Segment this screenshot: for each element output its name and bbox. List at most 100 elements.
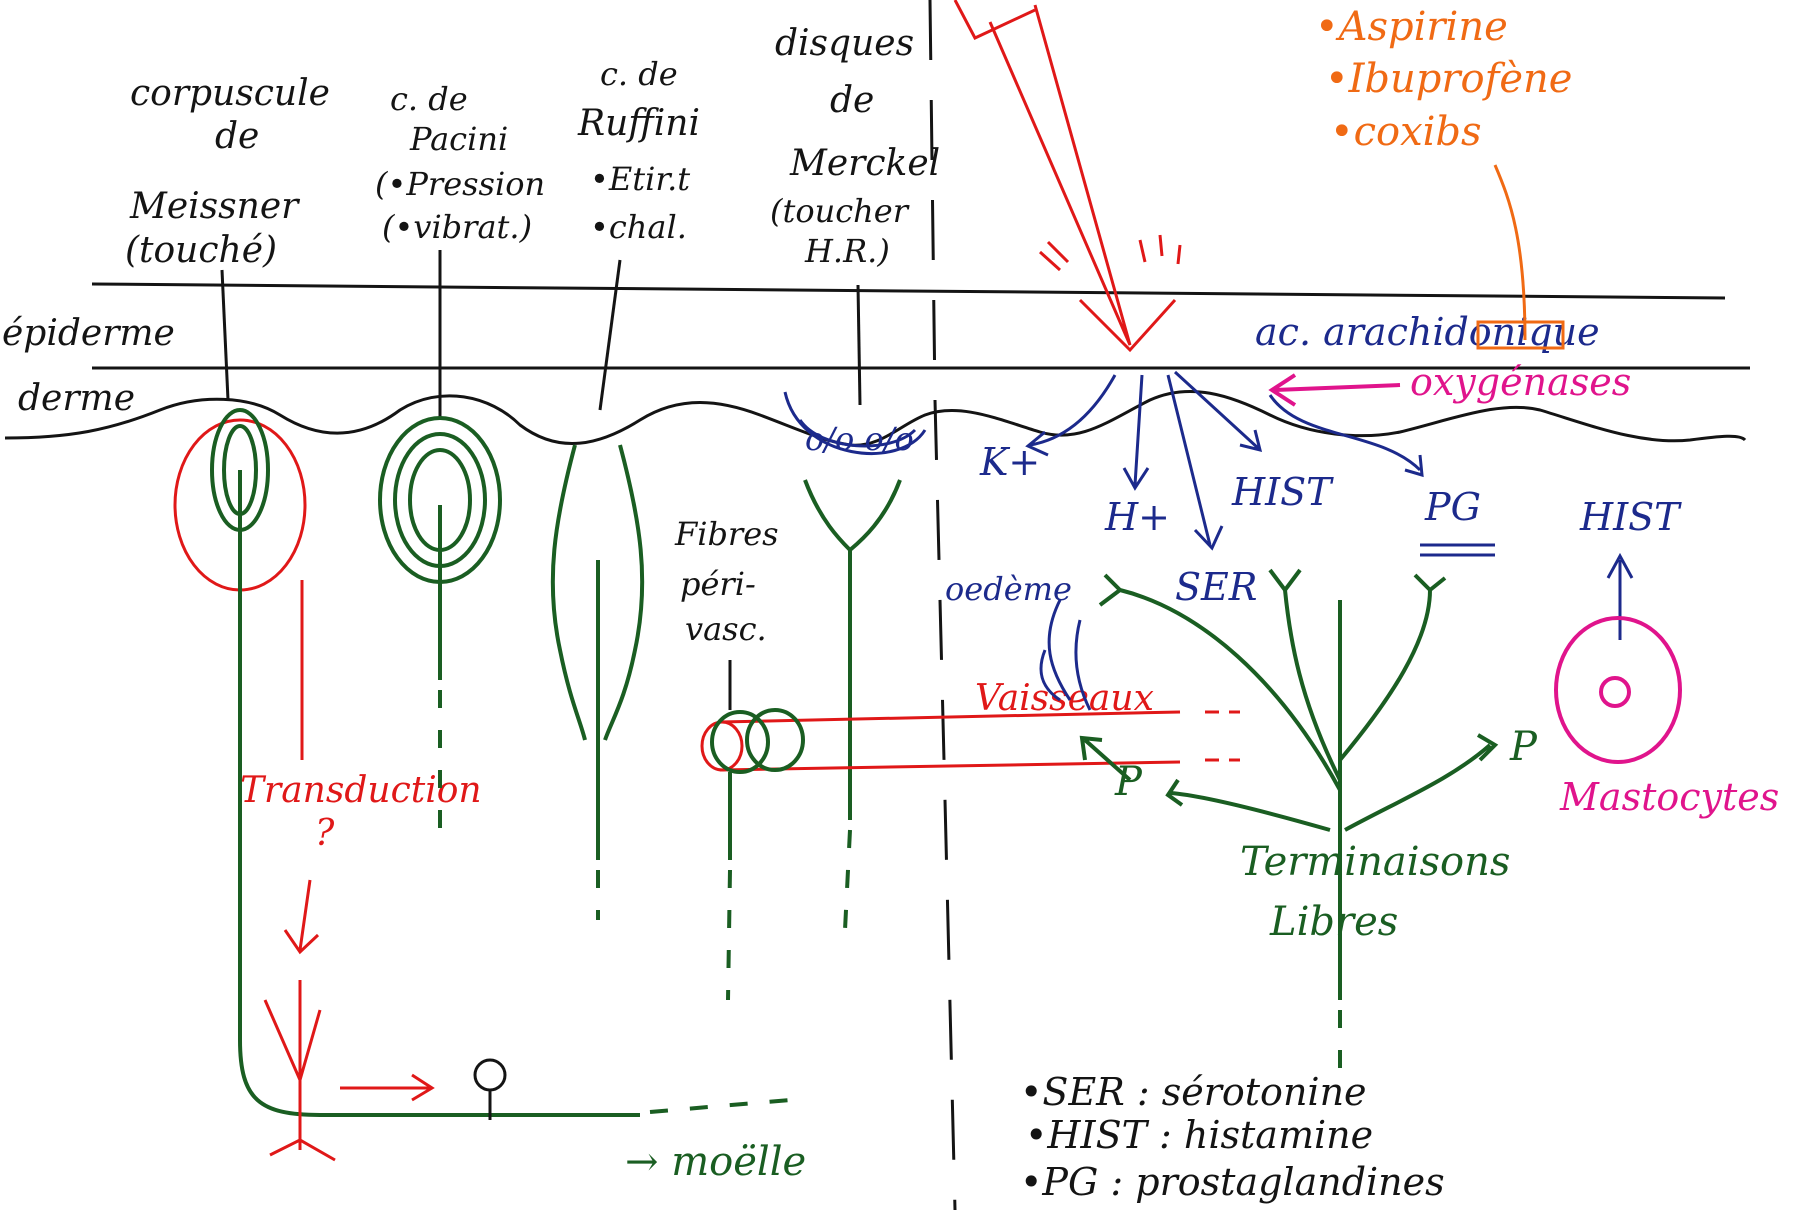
legend: •SER : sérotonine •HIST : histamine •PG … xyxy=(1020,1070,1445,1204)
perivascular-fiber-2 xyxy=(745,708,805,772)
meissner-label-4: (touché) xyxy=(125,230,277,271)
mastocyte-group: HIST Mastocytes xyxy=(1554,495,1779,819)
vessel-dashes xyxy=(1205,710,1240,762)
arachidonic-to-pg-arrow xyxy=(1268,394,1424,478)
epidermis-top-line xyxy=(91,282,1726,300)
merkel-label-2: de xyxy=(830,80,874,121)
chemistry-group: ac. arachidonique oxygénases K+ H+ SER H… xyxy=(945,310,1631,711)
mastocyte-hist-arrow xyxy=(1606,552,1634,640)
transduction-group: Transduction ? → moëlle xyxy=(240,580,806,1185)
p-right-label: P xyxy=(1509,724,1538,770)
merkel-label-4: (toucher xyxy=(770,192,910,230)
perivascular-nerve-dashed xyxy=(726,869,732,1001)
to-k-arrow xyxy=(1025,374,1117,457)
legend-hist: •HIST : histamine xyxy=(1025,1113,1373,1157)
vessel-bottom-wall xyxy=(719,760,1181,772)
merkel-label-3: Merckel xyxy=(789,143,940,184)
fibers-label-3: vasc. xyxy=(685,610,767,648)
vessel-label: Vaisseaux xyxy=(975,678,1154,719)
fibers-label-1: Fibres xyxy=(674,515,779,553)
merkel-label-1: disques xyxy=(775,23,914,64)
vessel-group: Fibres péri- vasc. Vaisseaux xyxy=(674,515,1240,1001)
p-to-vessel-arrow xyxy=(1079,735,1132,782)
mastocyte-nucleus xyxy=(1599,676,1631,708)
k-label: K+ xyxy=(979,440,1040,484)
dermis-wavy-line xyxy=(4,389,1747,447)
meissner-nerve-dashed xyxy=(649,1098,791,1114)
epidermis-label: épiderme xyxy=(2,313,175,354)
mastocyte-hist-label: HIST xyxy=(1579,495,1682,539)
merkel-pointer xyxy=(856,284,862,406)
ruffini-receptor: c. de Ruffini •Etir.t •chal. xyxy=(550,55,700,920)
transduction-question: ? xyxy=(315,813,335,854)
transduction-arrow xyxy=(283,879,320,955)
pg-label: PG xyxy=(1424,485,1481,529)
synapse-head xyxy=(473,1058,507,1092)
free-endings-label-2: Libres xyxy=(1269,899,1398,945)
signal-arrow xyxy=(340,1073,435,1102)
knife-blade xyxy=(988,4,1132,346)
oxygenase-label: oxygénases xyxy=(1410,360,1631,404)
dermis-label: derme xyxy=(18,378,135,419)
pacini-label-4: (•vibrat.) xyxy=(382,208,532,246)
h-label: H+ xyxy=(1104,495,1170,539)
merkel-label-5: H.R.) xyxy=(804,232,890,270)
ruffini-label-1: c. de xyxy=(600,55,678,93)
meissner-label-2: de xyxy=(215,116,259,157)
mastocyte-label: Mastocytes xyxy=(1559,775,1779,819)
pacini-label-2: Pacini xyxy=(409,120,508,158)
ser-label: SER xyxy=(1175,565,1257,609)
pacini-label-3: (•Pression xyxy=(375,165,545,203)
merkel-nerve-dashed xyxy=(843,829,852,931)
ruffini-label-2: Ruffini xyxy=(577,103,700,144)
ruffini-capsule-right xyxy=(603,444,645,741)
moelle-label: → moëlle xyxy=(625,1139,806,1185)
drug-3: •coxibs xyxy=(1330,109,1482,155)
fibers-label-2: péri- xyxy=(680,565,756,603)
meissner-label-1: corpuscule xyxy=(130,73,330,114)
to-hist-arrow xyxy=(1173,370,1263,453)
merkel-receptor: disques de Merckel (toucher H.R.) o/o o/… xyxy=(770,23,940,931)
free-endings-label-1: Terminaisons xyxy=(1240,839,1510,885)
injury-point xyxy=(1078,298,1177,353)
to-h-arrow xyxy=(1122,374,1150,491)
legend-pg: •PG : prostaglandines xyxy=(1020,1160,1445,1204)
ruffini-label-4: •chal. xyxy=(590,208,687,246)
ruffini-capsule-left xyxy=(550,444,587,741)
meissner-label-3: Meissner xyxy=(129,186,300,227)
free-ending-branch-left xyxy=(1098,573,1342,791)
free-ending-branch-right xyxy=(1338,573,1447,762)
free-endings-group: P P Terminaisons Libres xyxy=(1079,568,1538,1070)
meissner-nerve xyxy=(238,470,640,1117)
mastocyte-cell xyxy=(1554,616,1682,764)
pacini-receptor: c. de Pacini (•Pression (•vibrat.) xyxy=(375,80,545,840)
legend-ser: •SER : sérotonine xyxy=(1020,1070,1367,1114)
drug-inhibition-bar xyxy=(1476,320,1565,350)
merkel-cells-marks: o/o o/o xyxy=(805,420,914,458)
knife-handle xyxy=(953,0,1036,40)
free-ending-branch-p-left xyxy=(1165,778,1331,832)
drugs-group: •Aspirine •Ibuprofène •coxibs xyxy=(1315,4,1572,350)
merkel-nerve-branches xyxy=(803,479,902,552)
drug-inhibition-line xyxy=(1493,164,1527,341)
transduction-label: Transduction xyxy=(240,770,482,811)
oedeme-label: oedème xyxy=(945,570,1072,608)
merkel-disc-inner xyxy=(798,419,917,448)
perivascular-fiber-1 xyxy=(710,710,770,774)
ruffini-label-3: •Etir.t xyxy=(590,160,690,198)
divider-line xyxy=(928,0,957,1211)
free-ending-branch-p-right xyxy=(1344,733,1499,832)
meissner-pointer xyxy=(220,269,230,401)
pain-mark-left xyxy=(1038,240,1070,272)
oedeme-drops xyxy=(1039,599,1092,711)
vessel-opening xyxy=(700,720,744,772)
p-left-label: P xyxy=(1114,759,1143,805)
pacini-label-1: c. de xyxy=(390,80,468,118)
injury-group xyxy=(953,0,1182,353)
free-ending-branch-mid xyxy=(1268,568,1342,781)
hist-label: HIST xyxy=(1231,470,1334,514)
merkel-disc-outer xyxy=(783,391,927,455)
pg-underline xyxy=(1420,543,1495,557)
